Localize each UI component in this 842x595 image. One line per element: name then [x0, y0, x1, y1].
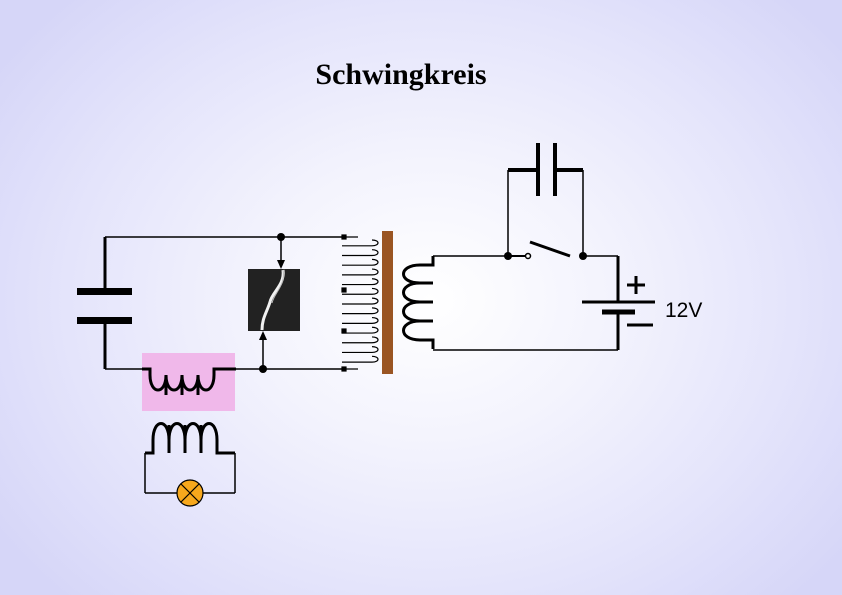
battery	[582, 256, 655, 350]
page-title: Schwingkreis	[315, 58, 487, 91]
switch-capacitor	[508, 143, 583, 196]
pickup-coil	[145, 422, 235, 455]
primary-tap-1	[341, 287, 347, 293]
battery-voltage-label: 12V	[665, 299, 703, 322]
iron-core	[382, 231, 393, 374]
spark-gap	[248, 233, 300, 373]
primary-winding-path	[342, 236, 379, 370]
primary-tap-3	[341, 366, 347, 372]
transformer-secondary	[402, 256, 435, 349]
primary-tap-0	[341, 234, 347, 240]
main-capacitor	[77, 288, 132, 324]
coupling-box	[142, 353, 235, 411]
lamp-icon	[176, 479, 204, 507]
switch[interactable]	[504, 240, 587, 260]
primary-tap-2	[341, 328, 347, 334]
transformer-primary	[341, 234, 379, 372]
coupling-coil	[142, 367, 236, 395]
